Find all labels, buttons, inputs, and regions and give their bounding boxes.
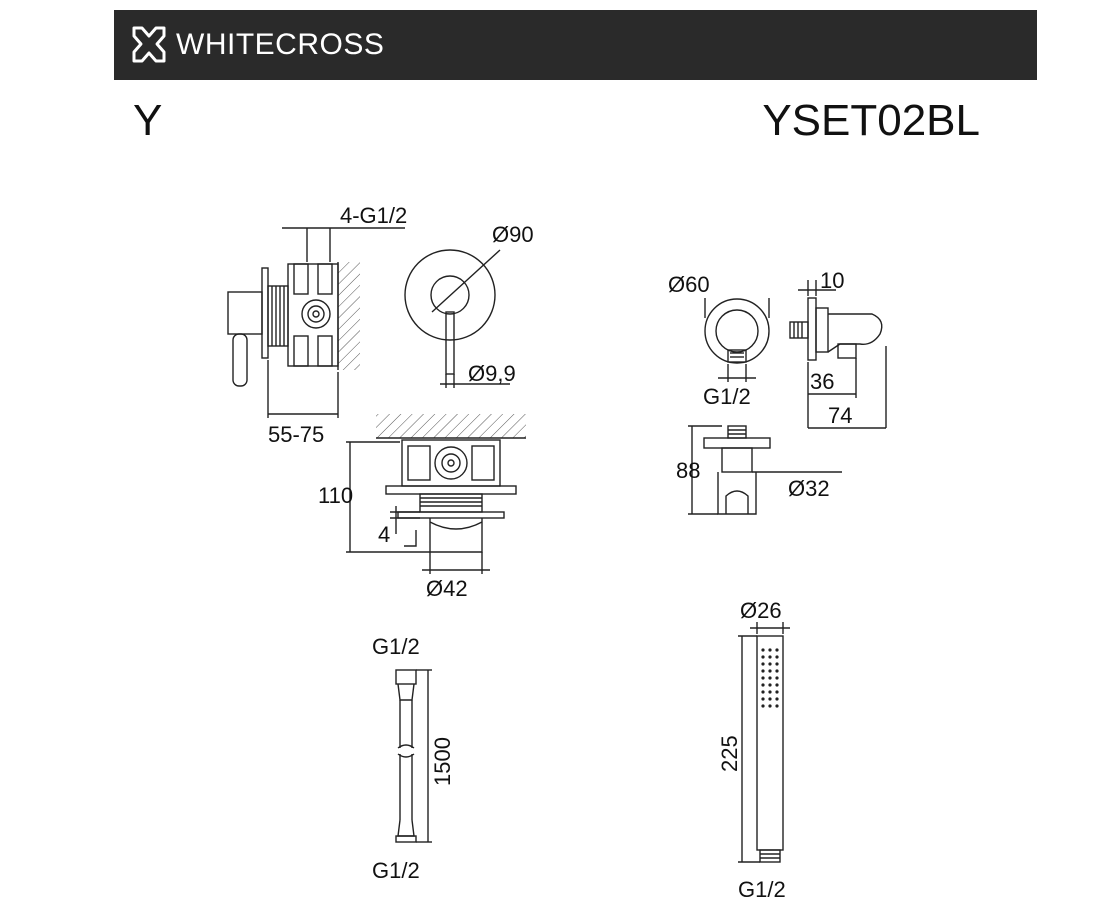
series-letter: Y xyxy=(133,96,163,145)
outlet-side-view xyxy=(789,280,887,429)
dim-outlet-thickness: 10 xyxy=(820,268,844,293)
dim-hand-shower-diameter: Ø26 xyxy=(740,598,782,623)
dim-mixer-connections: 4-G1/2 xyxy=(340,203,407,228)
dim-mixer-body-diameter: Ø42 xyxy=(426,576,468,601)
dim-outlet-projection-inner: 36 xyxy=(810,369,834,394)
dim-outlet-thread: G1/2 xyxy=(703,384,751,409)
drawing-sheet xyxy=(114,10,1037,915)
brand-header: WHITECROSS xyxy=(114,10,1037,80)
mixer-top-view xyxy=(346,414,526,574)
mixer-front-view xyxy=(404,249,510,388)
shower-hose xyxy=(395,669,432,843)
cross-x-logo-icon xyxy=(132,26,166,63)
dim-hand-shower-thread: G1/2 xyxy=(738,877,786,902)
brand-name: WHITECROSS xyxy=(176,28,385,61)
hand-shower xyxy=(738,622,790,863)
outlet-top-view xyxy=(688,425,842,515)
outlet-front-view xyxy=(704,298,770,382)
dim-hose-thread-top: G1/2 xyxy=(372,634,420,659)
dim-outlet-holder-diameter: Ø32 xyxy=(788,476,830,501)
dim-outlet-height: 88 xyxy=(676,458,700,483)
dim-mixer-plate-diameter: Ø90 xyxy=(492,222,534,247)
model-code: YSET02BL xyxy=(762,96,980,145)
mixer-side-view xyxy=(227,227,405,418)
dim-mixer-depth: 55-75 xyxy=(268,422,324,447)
dim-mixer-lever-diameter: Ø9,9 xyxy=(468,361,516,386)
dim-hose-length: 1500 xyxy=(430,737,455,786)
dim-outlet-projection-total: 74 xyxy=(828,403,852,428)
dim-hand-shower-length: 225 xyxy=(717,735,742,772)
spray-nozzles xyxy=(761,648,779,708)
dim-mixer-offset: 4 xyxy=(378,522,390,547)
dim-outlet-flange-diameter: Ø60 xyxy=(668,272,710,297)
dim-mixer-height: 110 xyxy=(318,483,353,508)
dim-hose-thread-bottom: G1/2 xyxy=(372,858,420,883)
